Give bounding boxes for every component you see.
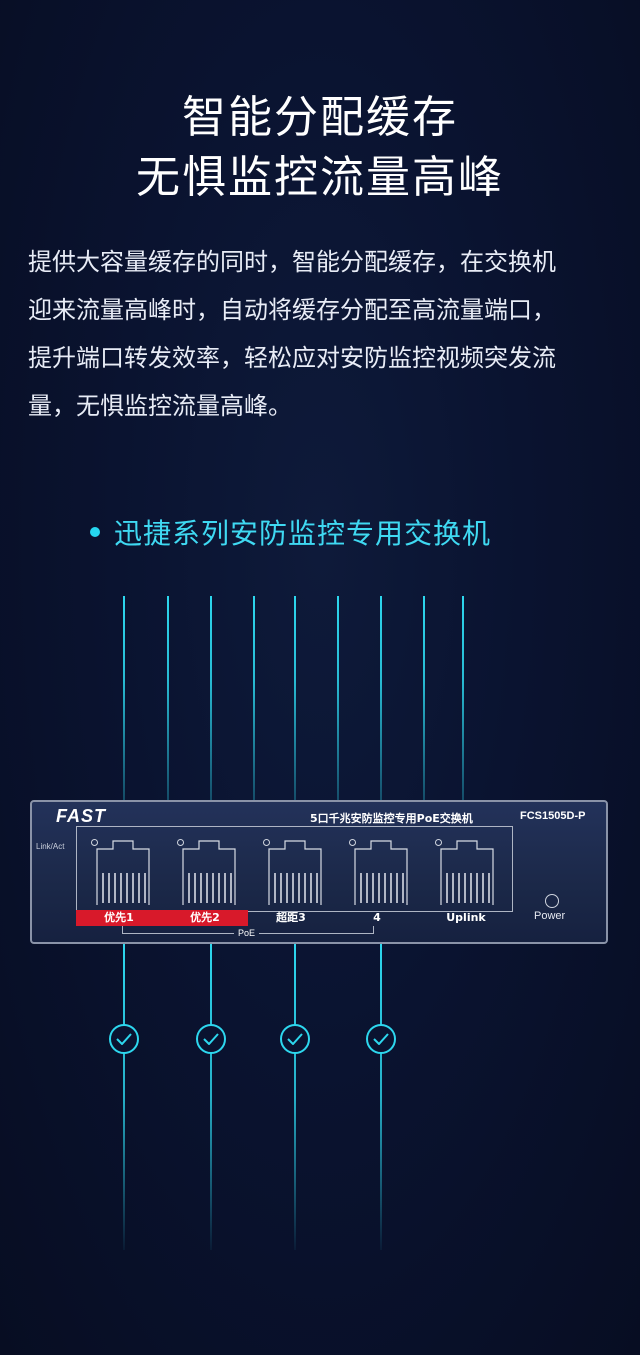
ethernet-port-icon bbox=[83, 833, 163, 911]
port-label-4: 4 bbox=[373, 911, 381, 924]
check-circle-icon bbox=[109, 1024, 139, 1054]
ethernet-port-icon bbox=[341, 833, 421, 911]
traffic-line bbox=[380, 596, 382, 808]
port-label-priority-2: 优先2 bbox=[162, 910, 248, 926]
poe-label: PoE bbox=[234, 928, 260, 938]
traffic-line bbox=[167, 596, 169, 808]
ethernet-port-icon bbox=[169, 833, 249, 911]
description-line: 量，无惧监控流量高峰。 bbox=[28, 392, 292, 420]
link-led-icon bbox=[91, 839, 98, 846]
check-circle-icon bbox=[196, 1024, 226, 1054]
link-act-label: Link/Act bbox=[36, 842, 65, 851]
traffic-line bbox=[337, 596, 339, 808]
bullet-dot-icon bbox=[90, 527, 100, 537]
output-line bbox=[210, 944, 212, 1250]
bullet-row: 迅捷系列安防监控专用交换机 bbox=[90, 512, 491, 552]
traffic-line bbox=[210, 596, 212, 808]
check-circle-icon bbox=[280, 1024, 310, 1054]
description: 提供大容量缓存的同时，智能分配缓存，在交换机 迎来流量高峰时，自动将缓存分配至高… bbox=[28, 238, 612, 430]
link-led-icon bbox=[263, 839, 270, 846]
headline-line1: 智能分配缓存 bbox=[182, 92, 458, 143]
output-line bbox=[123, 944, 125, 1250]
port-label-priority-1: 优先1 bbox=[76, 910, 162, 926]
link-led-icon bbox=[177, 839, 184, 846]
ports-frame bbox=[76, 826, 513, 912]
brand-logo: FAST bbox=[56, 806, 107, 826]
link-led-icon bbox=[349, 839, 356, 846]
ethernet-port-icon bbox=[255, 833, 335, 911]
bullet-text: 迅捷系列安防监控专用交换机 bbox=[114, 517, 492, 550]
description-line: 提供大容量缓存的同时，智能分配缓存，在交换机 bbox=[28, 248, 556, 276]
output-line bbox=[380, 944, 382, 1250]
switch-model: FCS1505D-P bbox=[520, 810, 586, 822]
check-circle-icon bbox=[366, 1024, 396, 1054]
switch-description: 5口千兆安防监控专用PoE交换机 bbox=[310, 812, 473, 825]
port-label-uplink: Uplink bbox=[446, 911, 486, 924]
traffic-line bbox=[423, 596, 425, 808]
traffic-line bbox=[253, 596, 255, 808]
output-line bbox=[294, 944, 296, 1250]
traffic-line bbox=[294, 596, 296, 808]
headline-line2: 无惧监控流量高峰 bbox=[136, 152, 504, 203]
link-led-icon bbox=[435, 839, 442, 846]
traffic-line bbox=[123, 596, 125, 808]
switch-device: FAST 5口千兆安防监控专用PoE交换机 FCS1505D-P Link/Ac… bbox=[30, 800, 608, 944]
power-label: Power bbox=[534, 910, 566, 922]
port-label-long-range-3: 超距3 bbox=[276, 911, 306, 924]
traffic-line bbox=[462, 596, 464, 808]
ethernet-port-icon bbox=[427, 833, 507, 911]
description-line: 提升端口转发效率，轻松应对安防监控视频突发流 bbox=[28, 344, 556, 372]
description-line: 迎来流量高峰时，自动将缓存分配至高流量端口， bbox=[28, 296, 556, 324]
power-led-icon bbox=[545, 894, 559, 908]
